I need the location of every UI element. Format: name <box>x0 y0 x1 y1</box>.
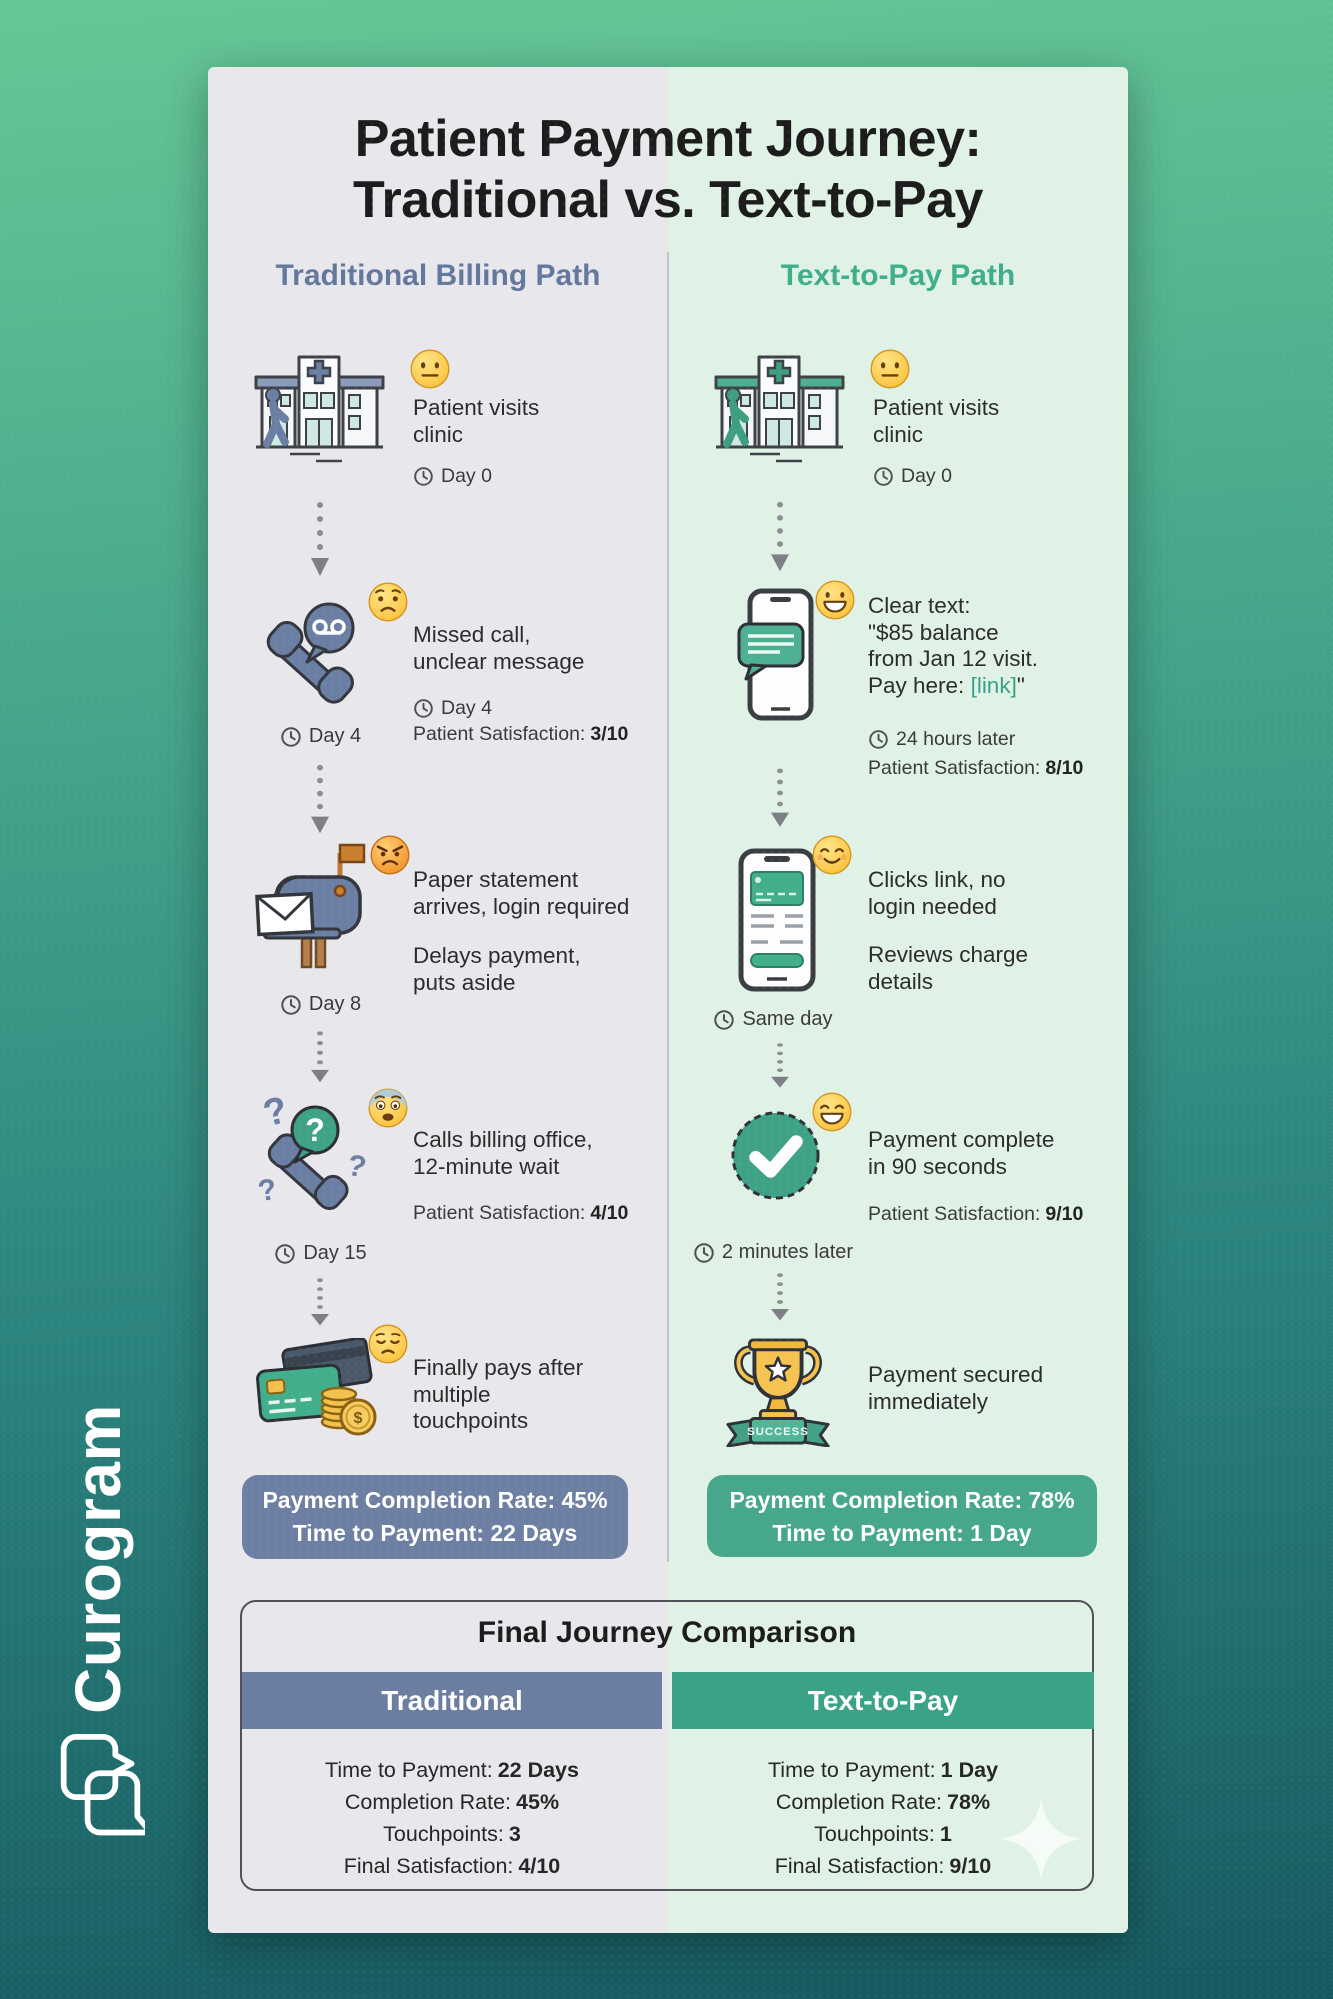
step-below-time: Same day <box>693 1008 853 1031</box>
step-below-time: Day 15 <box>248 1242 393 1265</box>
step-text-secondary: Reviews charge details <box>868 942 1029 994</box>
neutral-face-emoji-icon <box>410 349 450 389</box>
comparison-row: Completion Rate:45% <box>344 1790 560 1814</box>
step-below-time: 2 minutes later <box>678 1241 868 1264</box>
infographic-card: Patient Payment Journey: Traditional vs.… <box>208 67 1128 1933</box>
phone-questions-icon <box>255 1088 370 1213</box>
chat-bubbles-icon <box>57 1732 145 1845</box>
check-circle-icon <box>728 1108 823 1203</box>
final-journey-comparison-box: Final Journey Comparison Traditional Tex… <box>240 1600 1094 1891</box>
comparison-rows-text-to-pay: Time to Payment:1 Day Completion Rate:78… <box>672 1754 1094 1882</box>
flow-arrow-icon <box>309 500 331 580</box>
page-title-line2: Traditional vs. Text-to-Pay <box>353 171 983 230</box>
anxious-face-emoji-icon <box>368 1088 408 1128</box>
comparison-row: Final Satisfaction:4/10 <box>343 1854 561 1878</box>
column-divider <box>667 252 669 1562</box>
step-time: Day 4 <box>413 697 492 720</box>
step-text: Finally pays after multiple touchpoints <box>413 1355 584 1434</box>
comparison-row: Completion Rate:78% <box>775 1790 991 1814</box>
flow-arrow-icon <box>769 767 791 830</box>
step-below-time: Day 8 <box>248 993 393 1016</box>
step-text: Patient visits clinic <box>413 395 540 447</box>
cards-coins-icon <box>255 1338 377 1436</box>
step-text: Patient visits clinic <box>873 395 1000 447</box>
clock-icon <box>281 994 301 1015</box>
comparison-header-text-to-pay: Text-to-Pay <box>672 1672 1094 1729</box>
clock-icon <box>694 1242 714 1263</box>
flow-arrow-icon <box>309 1030 331 1085</box>
beaming-face-emoji-icon <box>812 1092 852 1132</box>
neutral-face-emoji-icon <box>870 349 910 389</box>
step-text: Payment secured immediately <box>868 1362 1044 1414</box>
clock-icon <box>714 1009 735 1030</box>
worried-face-emoji-icon <box>368 582 408 622</box>
step-text-secondary: Delays payment, puts aside <box>413 943 581 995</box>
step-time: Day 0 <box>413 465 492 488</box>
comparison-title: Final Journey Comparison <box>477 1616 857 1649</box>
pay-link[interactable]: [link] <box>970 672 1017 698</box>
comparison-row: Touchpoints:1 <box>814 1822 952 1846</box>
step-time: 24 hours later <box>868 728 1015 751</box>
clock-icon <box>414 699 433 718</box>
satisfaction-score: Patient Satisfaction:8/10 <box>868 757 1084 779</box>
mailbox-icon <box>250 837 375 973</box>
traditional-column: Traditional Billing Path Patient visits … <box>208 67 668 1933</box>
traditional-summary-badge: Payment Completion Rate: 45% Time to Pay… <box>242 1475 628 1559</box>
satisfaction-score: Patient Satisfaction:9/10 <box>868 1203 1084 1225</box>
clinic-icon <box>252 345 387 463</box>
step-time: Day 0 <box>873 465 952 488</box>
comparison-row: Touchpoints:3 <box>383 1822 521 1846</box>
step-text: Missed call, unclear message <box>413 622 585 674</box>
pensive-face-emoji-icon <box>368 1324 408 1364</box>
step-below-time: Day 4 <box>248 725 393 748</box>
comparison-row: Time to Payment:22 Days <box>325 1758 579 1782</box>
satisfaction-score: Patient Satisfaction:3/10 <box>413 723 629 745</box>
phone-payment-icon <box>737 848 817 993</box>
angry-face-emoji-icon <box>369 834 411 876</box>
phone-message-icon <box>737 588 823 728</box>
smiling-face-emoji-icon <box>812 835 852 875</box>
step-text: Clear text: "$85 balance from Jan 12 vis… <box>868 593 1068 699</box>
grinning-face-emoji-icon <box>815 580 855 620</box>
trophy-icon <box>723 1335 833 1447</box>
step-text: Payment complete in 90 seconds <box>868 1127 1055 1179</box>
step-text: Clicks link, no login needed <box>868 867 1006 919</box>
text-to-pay-column-header: Text-to-Pay Path <box>780 259 1016 292</box>
phone-voicemail-icon <box>263 602 360 704</box>
comparison-header-traditional: Traditional <box>242 1672 662 1729</box>
sparkle-icon <box>1000 1798 1082 1880</box>
comparison-row: Time to Payment:1 Day <box>767 1758 999 1782</box>
page-title: Patient Payment Journey: Traditional vs.… <box>208 109 1128 232</box>
clock-icon <box>874 467 893 486</box>
flow-arrow-icon <box>769 1042 791 1090</box>
clock-icon <box>275 1243 296 1264</box>
flow-arrow-icon <box>769 1272 791 1323</box>
clinic-icon <box>712 345 847 463</box>
comparison-row: Final Satisfaction:9/10 <box>774 1854 992 1878</box>
traditional-column-header: Traditional Billing Path <box>275 259 601 292</box>
text-to-pay-column: Text-to-Pay Path Patient visits clinic D… <box>668 67 1128 1933</box>
text-to-pay-summary-badge: Payment Completion Rate: 78% Time to Pay… <box>707 1475 1097 1557</box>
brand-name: Curogram <box>62 1404 134 1714</box>
clock-icon <box>869 730 888 749</box>
comparison-rows-traditional: Time to Payment:22 Days Completion Rate:… <box>242 1754 662 1882</box>
pay-link-line: Pay here: [link]" <box>868 672 1025 698</box>
clock-icon <box>414 467 433 486</box>
clock-icon <box>281 726 301 747</box>
step-text: Calls billing office, 12-minute wait <box>413 1127 593 1179</box>
satisfaction-score: Patient Satisfaction:4/10 <box>413 1202 629 1224</box>
flow-arrow-icon <box>769 500 791 575</box>
page-title-line1: Patient Payment Journey: <box>354 110 982 168</box>
step-text: Paper statement arrives, login required <box>413 867 630 919</box>
flow-arrow-icon <box>309 1277 331 1328</box>
flow-arrow-icon <box>309 763 331 837</box>
